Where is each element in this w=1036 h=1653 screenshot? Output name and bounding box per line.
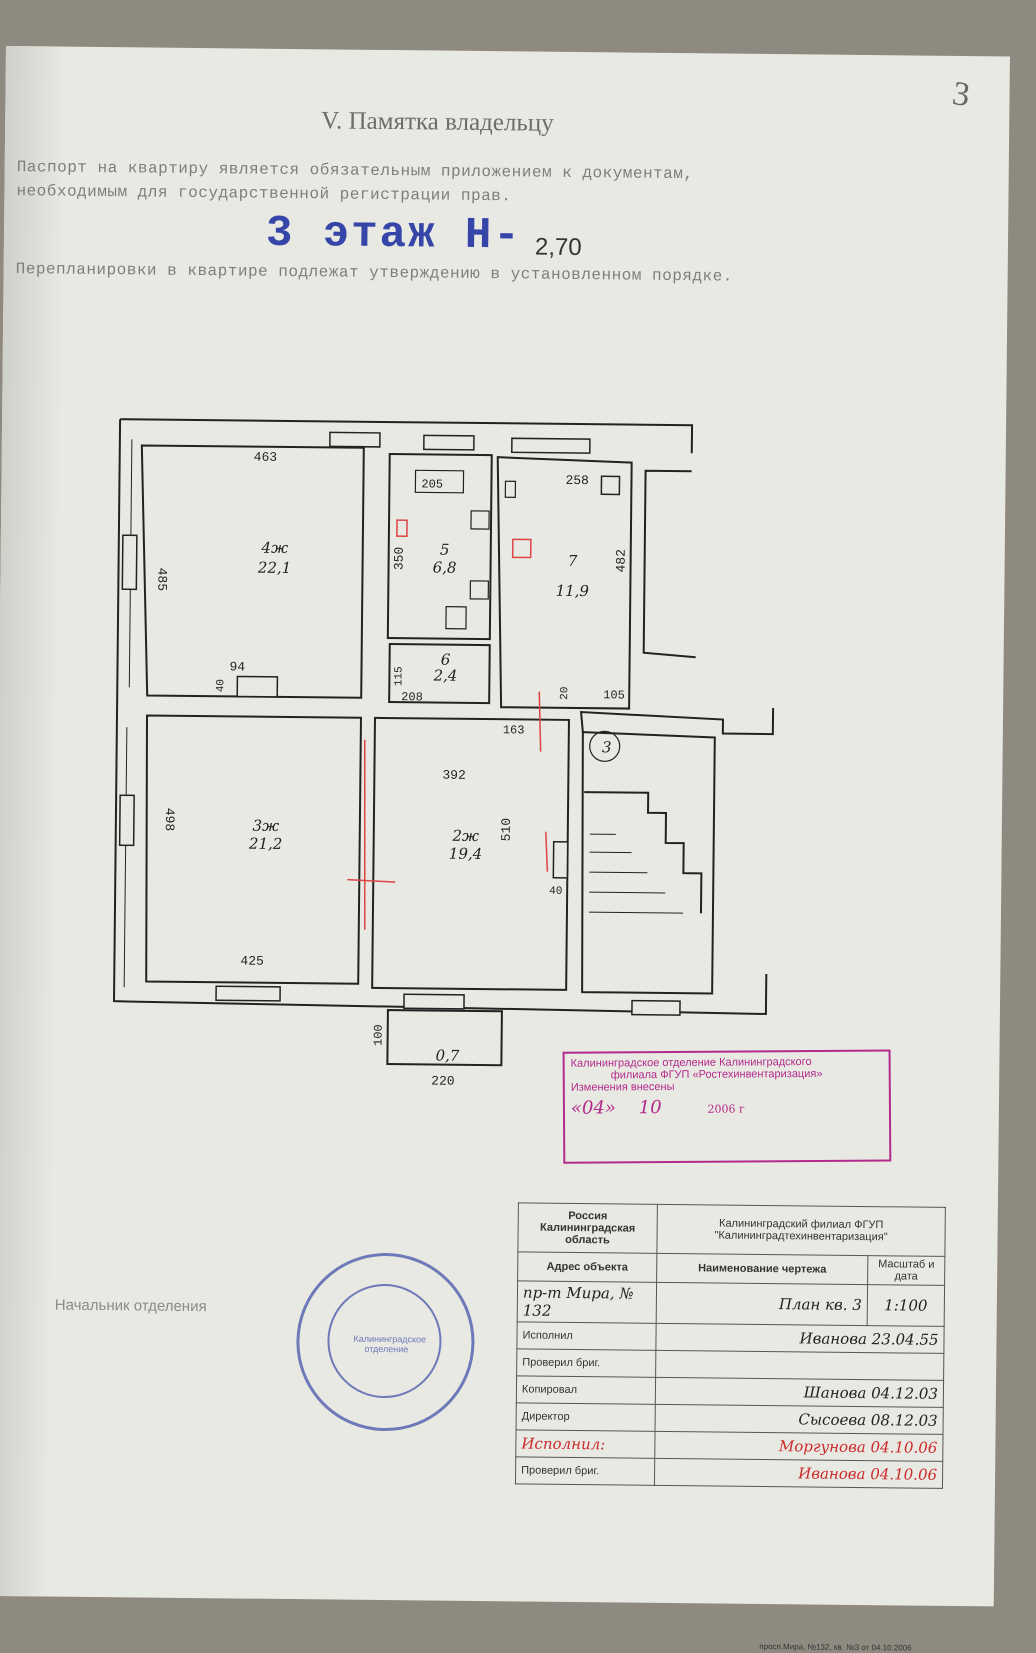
tb-address-header: Адрес объекта xyxy=(517,1251,657,1283)
tb-region: Россия Калининградская область xyxy=(517,1202,658,1254)
tb-row-value-3: Шанова 04.12.03 xyxy=(655,1377,944,1408)
tb-scale: 1:100 xyxy=(867,1284,945,1327)
tb-org: Калининградский филиал ФГУП "Калининград… xyxy=(656,1204,946,1257)
balcony-area: 0,7 xyxy=(435,1047,459,1065)
tb-row-label-5: Исполнил: xyxy=(515,1429,656,1459)
dim-corridor: 163 xyxy=(503,723,525,737)
round-seal: Калининградское отделение xyxy=(295,1252,476,1432)
floor-plan: 463 485 94 40 205 350 258 482 115 208 20… xyxy=(112,418,775,1089)
room-4-area: 22,1 xyxy=(257,559,292,577)
room-7-area: 11,9 xyxy=(556,582,590,600)
seal-center-text: Калининградское отделение xyxy=(353,1333,427,1355)
dim-bath-side: 350 xyxy=(392,547,407,571)
dim-window: 94 xyxy=(229,659,245,674)
room-4-label: 4ж xyxy=(260,539,288,557)
dim-room4-width: 463 xyxy=(254,450,278,465)
room-3-area: 21,2 xyxy=(248,835,283,853)
dim-room7-depth: 482 xyxy=(614,549,629,573)
dim-hall-bottom: 208 xyxy=(401,690,423,704)
room-6-label: 6 xyxy=(441,651,451,669)
footer-note: просп.Мира, №132, кв. №3 от 04.10.2006 xyxy=(759,1641,912,1653)
dim-bath-top: 205 xyxy=(421,477,443,491)
registration-stamp: Калининградское отделение Калининградско… xyxy=(562,1049,892,1164)
dim-niche: 40 xyxy=(549,886,562,898)
tb-drawing: План кв. 3 xyxy=(656,1282,868,1326)
chief-label: Начальник отделения xyxy=(54,1296,207,1316)
tb-row-value-1: Иванова 23.04.55 xyxy=(655,1323,945,1354)
room-5-label: 5 xyxy=(440,541,450,559)
dim-balcony-width: 220 xyxy=(431,1074,455,1089)
title-block: Россия Калининградская область Калинингр… xyxy=(515,1202,946,1489)
tb-scale-header: Масштаб и дата xyxy=(867,1255,945,1286)
stamp-date: «04» 10 2006 г xyxy=(570,1097,745,1119)
dim-room7-width: 258 xyxy=(565,473,589,488)
dim-room2-depth: 510 xyxy=(499,818,514,842)
dim-room3-depth: 498 xyxy=(162,808,177,832)
tb-address: пр-т Мира, № 132 xyxy=(517,1280,657,1324)
tb-row-label-1: Исполнил xyxy=(516,1321,657,1351)
tb-row-value-5: Моргунова 04.10.06 xyxy=(654,1431,944,1462)
dim-hall-side: 115 xyxy=(393,666,405,686)
stamp-day: 04 xyxy=(581,1097,605,1119)
tb-row-value-4: Сысоева 08.12.03 xyxy=(655,1404,944,1435)
room-5-area: 6,8 xyxy=(433,558,457,576)
tb-drawing-header: Наименование чертежа xyxy=(656,1253,868,1285)
tb-row-label-3: Копировал xyxy=(516,1375,656,1405)
tb-row-label-4: Директор xyxy=(516,1402,656,1432)
dim-room2-width: 392 xyxy=(442,768,466,783)
dim-room4-depth: 485 xyxy=(154,568,169,592)
staircase-number: 3 xyxy=(602,738,612,756)
stamp-month: 10 xyxy=(638,1097,662,1119)
dim-room3-width: 425 xyxy=(240,954,264,969)
dim-balcony-depth: 100 xyxy=(372,1024,386,1046)
stamp-year: 2006 г xyxy=(707,1102,745,1116)
room-2-area: 19,4 xyxy=(449,845,483,863)
tb-row-label-6: Проверил бриг. xyxy=(515,1456,655,1486)
room-6-area: 2,4 xyxy=(432,667,457,685)
room-2-label: 2ж xyxy=(451,827,479,845)
dim-wall-b: 20 xyxy=(559,687,571,700)
stamp-line-3: Изменения внесены xyxy=(570,1080,675,1094)
document-page: 3 V. Памятка владельцу Паспорт на кварти… xyxy=(0,46,1010,1653)
tb-row-value-6: Иванова 04.10.06 xyxy=(654,1458,943,1489)
dim-wall-a: 40 xyxy=(215,679,227,692)
room-7-label: 7 xyxy=(568,552,578,570)
room-3-label: 3ж xyxy=(252,817,279,835)
dim-door: 105 xyxy=(603,688,625,702)
tb-row-label-2: Проверил бриг. xyxy=(516,1348,656,1378)
tb-row-value-2 xyxy=(655,1350,944,1381)
